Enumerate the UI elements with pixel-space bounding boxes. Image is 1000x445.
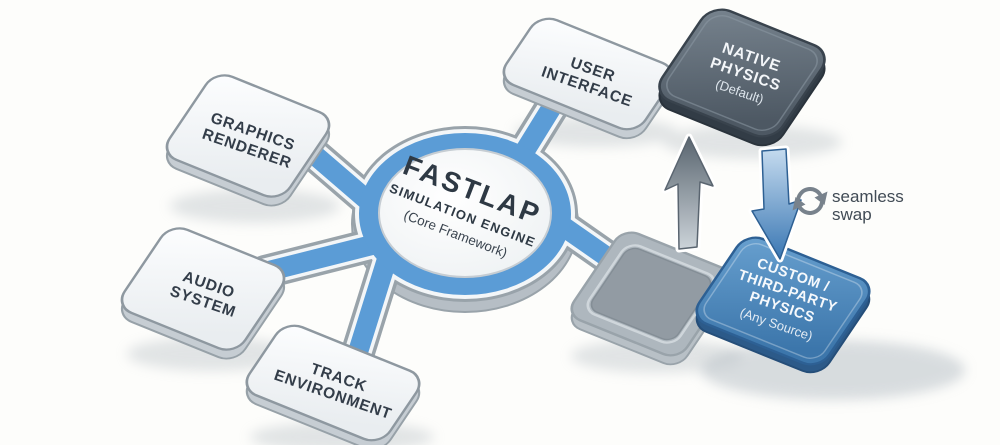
module-audio: AUDIO SYSTEM: [120, 227, 286, 360]
connector-track: [348, 246, 398, 362]
module-graphics: GRAPHICS RENDERER: [165, 74, 331, 207]
custom-physics-box: CUSTOM / THIRD-PARTY PHYSICS (Any Source…: [695, 236, 871, 374]
hub-face: [378, 148, 552, 278]
swap-annotation: seamless swap: [832, 187, 904, 224]
swap-annotation-line1: seamless: [832, 187, 904, 206]
swap-cycle-icon: [792, 187, 828, 215]
plug-in-up-arrow-icon: [661, 133, 717, 253]
physics-socket: [570, 231, 732, 366]
module-track: TRACK ENVIRONMENT: [245, 324, 421, 445]
native-physics-box: NATIVE PHYSICS (Default): [658, 8, 826, 147]
swap-in-down-arrow-icon: [748, 145, 805, 263]
connector-audio: [255, 233, 390, 282]
swap-annotation-line2: swap: [832, 205, 872, 224]
module-ui: USER INTERFACE: [502, 17, 674, 140]
socket-recess: [590, 247, 712, 341]
